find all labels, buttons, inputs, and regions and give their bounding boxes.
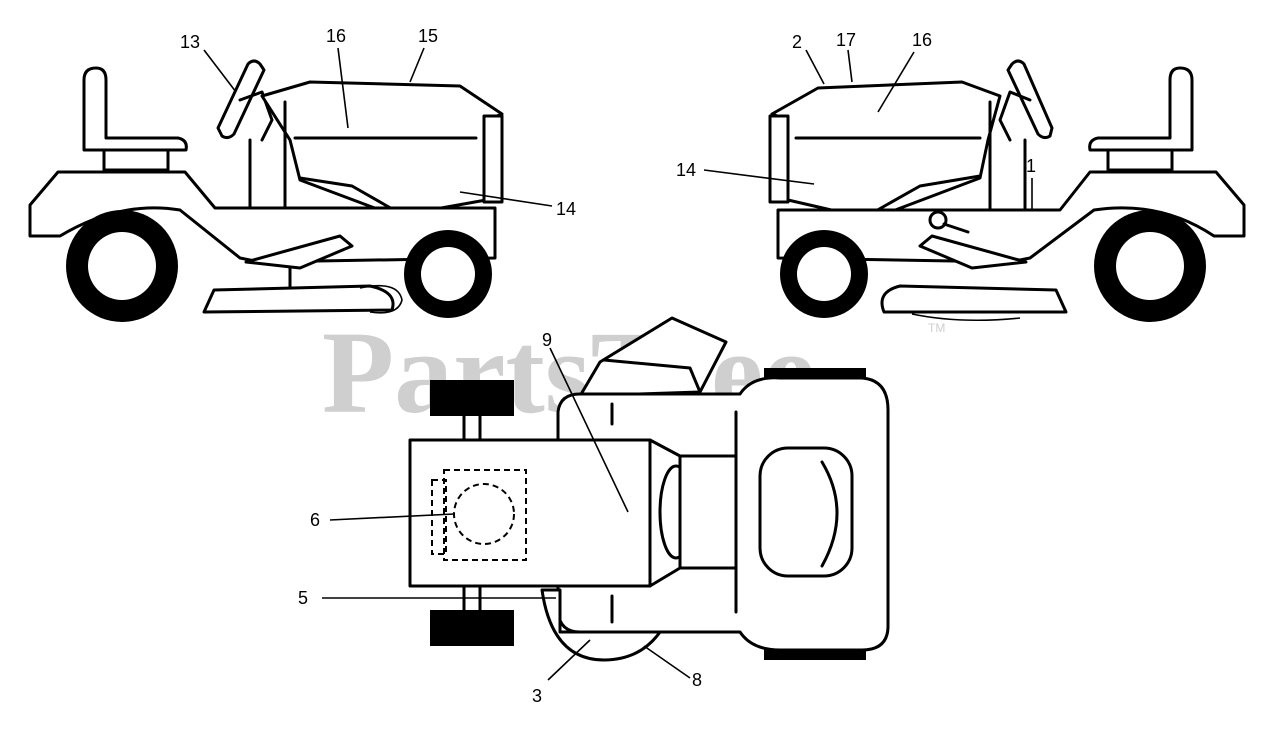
right-seat-base — [1106, 148, 1174, 172]
callout-14-right: 14 — [676, 160, 696, 180]
callout-15: 15 — [418, 26, 438, 46]
left-grille — [482, 114, 504, 204]
right-seat-back — [1088, 66, 1194, 152]
callout-17: 17 — [836, 30, 856, 50]
top-hood-oval — [758, 446, 854, 578]
right-side-view — [768, 59, 1246, 322]
callout-16-left: 16 — [326, 26, 346, 46]
top-body-panel — [408, 438, 652, 588]
right-rear-fender — [776, 170, 1246, 264]
right-grille — [768, 114, 790, 204]
right-mower-deck — [880, 284, 1068, 314]
left-rear-fender — [28, 170, 497, 264]
callout-14-left: 14 — [556, 199, 576, 219]
top-rear-tire-bottom — [430, 610, 514, 646]
callout-8: 8 — [692, 670, 702, 690]
top-seat-outline — [443, 469, 527, 561]
left-seat-back — [82, 66, 188, 152]
top-view — [408, 316, 890, 662]
right-steering-column — [998, 90, 1032, 142]
callout-5: 5 — [298, 588, 308, 608]
right-foot-pedal — [918, 234, 1028, 270]
callout-3: 3 — [532, 686, 542, 706]
right-lever-knob — [928, 210, 948, 230]
leader-lines — [203, 47, 1033, 681]
left-hood — [260, 80, 504, 212]
callout-16-right: 16 — [912, 30, 932, 50]
left-mower-deck — [202, 284, 395, 314]
callout-6: 6 — [310, 510, 320, 530]
left-side-view — [28, 59, 504, 322]
left-seat-base — [102, 148, 170, 172]
top-rear-tire-top — [430, 380, 514, 416]
right-hood — [770, 80, 1002, 214]
callout-9: 9 — [542, 330, 552, 350]
top-deck-arc — [540, 588, 662, 662]
callout-13: 13 — [180, 32, 200, 52]
callout-2: 2 — [792, 32, 802, 52]
left-foot-pedal — [244, 234, 354, 270]
callout-1: 1 — [1026, 156, 1036, 176]
watermark-trademark: TM — [928, 321, 945, 335]
